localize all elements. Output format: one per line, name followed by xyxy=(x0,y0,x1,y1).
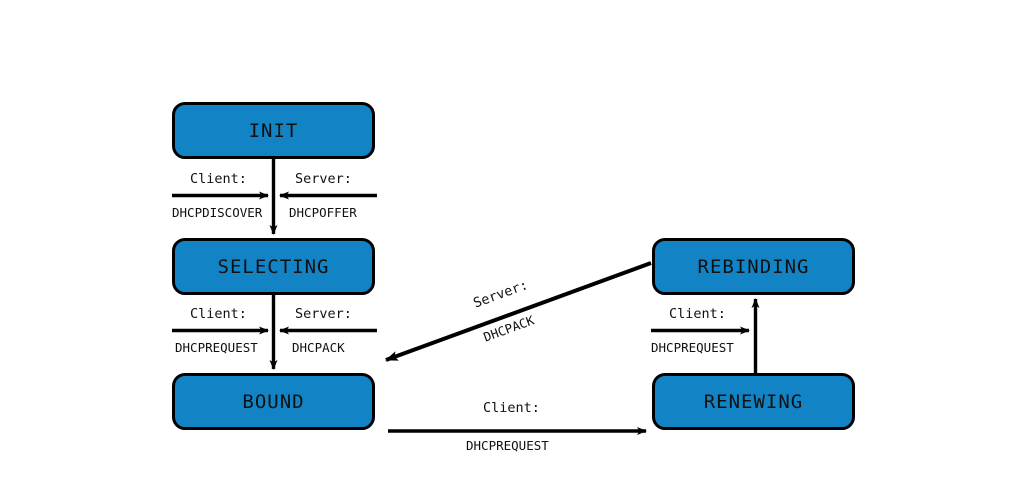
arrow-rebinding-to-bound xyxy=(385,261,652,362)
edge-label-t4-top: Client: xyxy=(669,306,726,322)
state-node-init[interactable]: INIT xyxy=(172,102,375,159)
edge-label-t1-client-top: Client: xyxy=(190,171,247,187)
edge-label-t1-client-bottom: DHCPDISCOVER xyxy=(172,205,263,220)
state-node-renewing[interactable]: RENEWING xyxy=(652,373,855,430)
edge-label-t2-client-bottom: DHCPREQUEST xyxy=(175,340,258,355)
edge-label-t5-top: Server: xyxy=(471,277,531,312)
state-node-rebinding[interactable]: REBINDING xyxy=(652,238,855,295)
edge-label-t4-bottom: DHCPREQUEST xyxy=(651,340,734,355)
state-node-selecting[interactable]: SELECTING xyxy=(172,238,375,295)
edge-label-t3-top: Client: xyxy=(483,400,540,416)
state-label-renewing: RENEWING xyxy=(703,390,804,413)
state-label-bound: BOUND xyxy=(242,390,305,413)
edge-label-t1-server-bottom: DHCPOFFER xyxy=(289,205,357,220)
edge-label-t2-client-top: Client: xyxy=(190,306,247,322)
state-label-selecting: SELECTING xyxy=(217,255,330,278)
state-label-init: INIT xyxy=(248,119,299,142)
state-node-bound[interactable]: BOUND xyxy=(172,373,375,430)
edge-label-t2-server-top: Server: xyxy=(295,306,352,322)
state-label-rebinding: REBINDING xyxy=(697,255,810,278)
edge-label-t3-bottom: DHCPREQUEST xyxy=(466,438,549,453)
edge-label-t5-bottom: DHCPACK xyxy=(481,312,537,345)
edge-label-t2-server-bottom: DHCPACK xyxy=(292,340,345,355)
edge-label-t1-server-top: Server: xyxy=(295,171,352,187)
